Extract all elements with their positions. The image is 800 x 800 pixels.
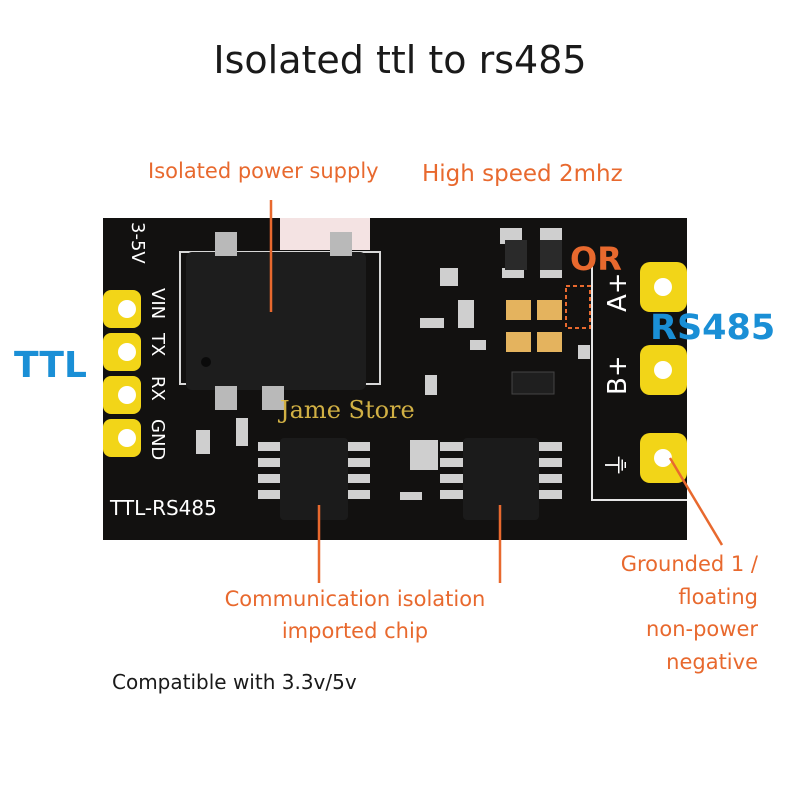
rs485-pin-0: A+ bbox=[603, 272, 633, 312]
callout-ground-line1: Grounded 1 / bbox=[620, 552, 758, 576]
ttl-pin-vin: VIN bbox=[147, 288, 168, 319]
ttl-pads bbox=[103, 290, 141, 457]
isolation-chip-left bbox=[280, 438, 348, 520]
ttl-label: TTL bbox=[14, 345, 87, 386]
store-watermark: Jame Store bbox=[280, 396, 415, 424]
callout-ground-line3: non-power bbox=[646, 617, 758, 641]
rs485-label: RS485 bbox=[650, 308, 776, 348]
model-silkscreen: TTL-RS485 bbox=[109, 496, 217, 520]
rs485-pads bbox=[640, 262, 687, 483]
rs485-pin-1: B+ bbox=[603, 355, 633, 395]
callout-isolated-power: Isolated power supply bbox=[148, 159, 379, 183]
callout-comm-line2: imported chip bbox=[281, 619, 429, 643]
callout-ground-line2: floating bbox=[678, 584, 758, 609]
callout-grounded: Grounded 1 / floating non-power negative bbox=[590, 548, 758, 678]
power-module-chip bbox=[186, 252, 366, 390]
voltage-silkscreen: 3-5V bbox=[127, 222, 148, 264]
callout-ground-line4: negative bbox=[666, 649, 758, 674]
jumper-chip bbox=[506, 300, 531, 320]
ttl-pin-tx: TX bbox=[147, 332, 168, 356]
ttl-pin-rx: RX bbox=[147, 376, 168, 401]
rs485-pin-2: ⏚ bbox=[603, 452, 633, 478]
ttl-pin-gnd: GND bbox=[147, 419, 168, 460]
or-label: OR bbox=[570, 240, 622, 278]
page-title: Isolated ttl to rs485 bbox=[213, 38, 587, 82]
callout-high-speed: High speed 2mhz bbox=[422, 161, 623, 187]
callout-communication-isolation: Communication isolation imported chip bbox=[180, 583, 530, 647]
isolation-chip-right bbox=[463, 438, 539, 520]
callout-comm-line1: Communication isolation bbox=[224, 587, 486, 611]
compatibility-note: Compatible with 3.3v/5v bbox=[112, 670, 357, 694]
callout-lines bbox=[269, 200, 724, 583]
option-highlight-box bbox=[565, 285, 591, 329]
board-notch bbox=[280, 218, 370, 250]
